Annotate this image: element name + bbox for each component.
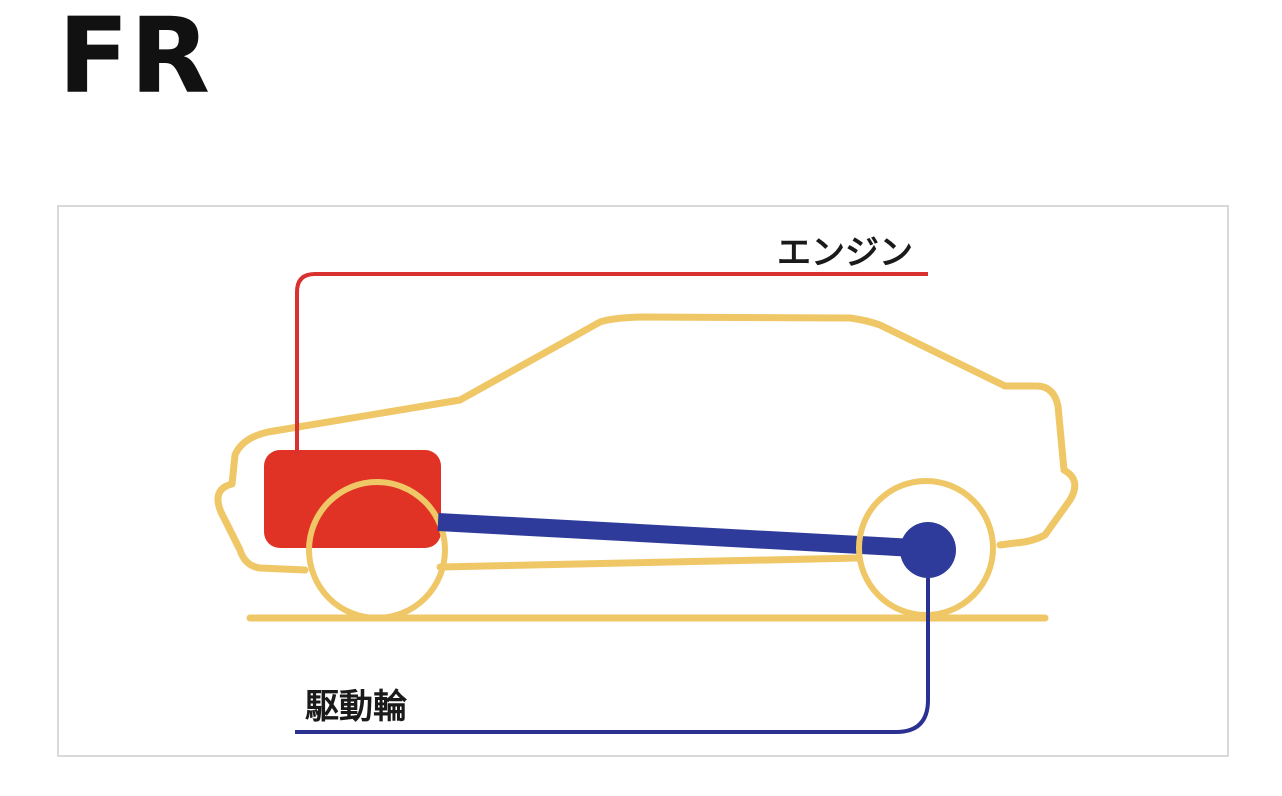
engine-block xyxy=(264,450,441,548)
engine-label: エンジン xyxy=(777,233,913,273)
drive-wheel-label: 駆動輪 xyxy=(305,687,407,727)
propeller-shaft xyxy=(437,513,916,557)
rear-drive-hub xyxy=(900,522,956,578)
drive-wheel-leader-line xyxy=(295,578,930,734)
car-body-outline xyxy=(214,313,1079,574)
front-wheel xyxy=(306,479,448,621)
engine-leader-line xyxy=(295,272,928,455)
page-title: FR xyxy=(58,0,212,117)
diagram-frame xyxy=(57,205,1229,757)
